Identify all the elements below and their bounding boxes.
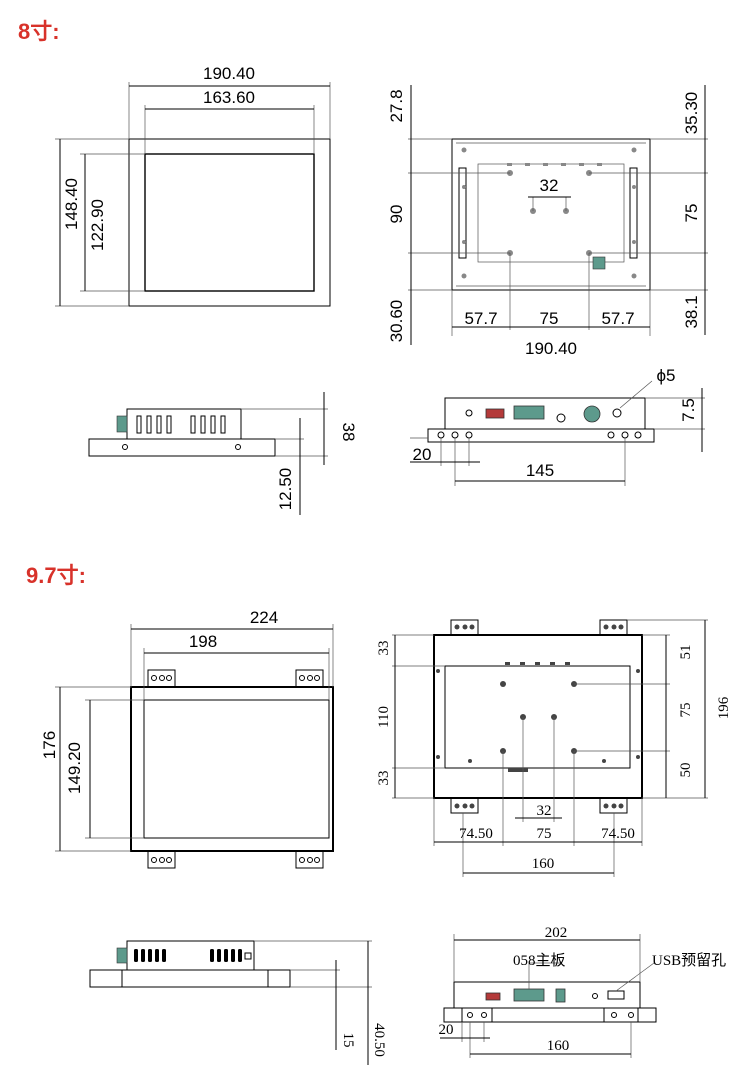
- dim-97-height-inner: 149.20: [65, 742, 84, 794]
- dim-8-width-inner: 163.60: [203, 88, 255, 107]
- dim-97-side-flange: 15: [340, 1033, 356, 1048]
- dim-8-height-inner: 122.90: [88, 199, 107, 251]
- front-view-9-7: 224 198 176 149.20: [40, 608, 334, 869]
- dim-8-bottom-left: 30.60: [387, 300, 406, 343]
- dim-97-seg-left: 74.50: [459, 826, 493, 842]
- back-view-9-7: 33 110 33 51 75 50 196 32 74.50 75 74.50…: [376, 619, 732, 877]
- dim-8-depth: 7.5: [679, 398, 698, 422]
- front-view-8: 190.40 163.60 148.40 122.90: [55, 64, 331, 307]
- label-97-usb: USB预留孔: [652, 952, 726, 969]
- dim-8-width-outer: 190.40: [203, 64, 255, 83]
- dim-97-left-bottom: 33: [376, 771, 392, 786]
- dim-97-left-mid: 110: [376, 706, 392, 728]
- dim-97-right-mid: 75: [678, 703, 694, 718]
- dim-8-mid-right: 75: [682, 204, 701, 223]
- section-title-9-7: 9.7寸:: [26, 563, 86, 588]
- dim-97-bottom-edge: 20: [439, 1022, 454, 1038]
- bottom-view-8: ϕ5 7.5 20 145: [410, 366, 705, 486]
- dim-8-seg-left: 57.7: [464, 309, 497, 328]
- dim-97-right-top: 51: [678, 645, 694, 660]
- dim-8-total-width: 190.40: [525, 339, 577, 358]
- side-view-9-7: 40.50 15: [89, 940, 387, 1065]
- dim-8-edge: 20: [413, 445, 432, 464]
- dim-97-seg-right: 74.50: [601, 826, 635, 842]
- dim-8-top-b: 35.30: [682, 92, 701, 135]
- dim-97-span: 160: [532, 856, 555, 872]
- side-view-8: 38 12.50: [88, 392, 358, 515]
- dim-97-side-height: 40.50: [371, 1023, 387, 1057]
- dim-8-side-flange: 12.50: [276, 468, 295, 511]
- label-8-hole-diameter: ϕ5: [657, 366, 676, 385]
- dim-97-hole-spacing: 32: [537, 803, 552, 819]
- dim-8-side-height: 38: [339, 423, 358, 442]
- dim-97-left-top: 33: [376, 641, 392, 656]
- dim-8-bottom-right: 38.1: [682, 295, 701, 328]
- dim-97-width-outer: 224: [250, 608, 278, 627]
- dim-97-bottom-span: 160: [547, 1038, 570, 1054]
- dim-8-top-a: 27.8: [387, 89, 406, 122]
- dim-8-hole-spacing: 32: [540, 176, 559, 195]
- dim-97-seg-mid: 75: [537, 826, 552, 842]
- label-97-board: 058主板: [513, 951, 566, 969]
- dim-97-right-bottom: 50: [678, 763, 694, 778]
- back-view-8: 32 27.8 90 30.60 35.30 75 38.1 57.7 75 5…: [387, 85, 708, 358]
- dim-8-height-outer: 148.40: [62, 178, 81, 230]
- dim-8-seg-right: 57.7: [601, 309, 634, 328]
- dim-8-mid-left: 90: [387, 205, 406, 224]
- dim-8-span: 145: [526, 461, 554, 480]
- dim-97-right-total: 196: [716, 696, 732, 719]
- bottom-view-9-7: 202 058主板 USB预留孔 20 160: [439, 925, 726, 1058]
- dim-8-seg-mid: 75: [540, 309, 559, 328]
- dim-97-height-outer: 176: [40, 731, 59, 759]
- dim-97-width-inner: 198: [189, 632, 217, 651]
- dim-97-bottom-width: 202: [545, 925, 568, 941]
- section-title-8: 8寸:: [18, 19, 60, 44]
